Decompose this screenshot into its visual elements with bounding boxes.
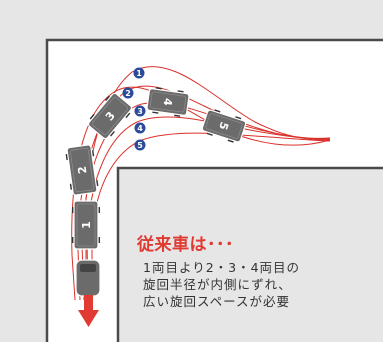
- train-car-icon: 3: [87, 92, 133, 140]
- road-inner-edge: [116, 166, 383, 342]
- down-arrow-icon: [78, 295, 99, 327]
- path-marker-2: 2: [122, 87, 134, 99]
- car-number-label: 2: [76, 165, 90, 174]
- svg-text:2: 2: [125, 89, 131, 98]
- train-car-icon: 5: [201, 109, 247, 143]
- car-number-label: 4: [160, 97, 174, 107]
- car-number-label: 1: [80, 221, 93, 229]
- turning-paths: [71, 66, 331, 301]
- path-marker-3: 3: [134, 105, 146, 117]
- turning-path-line: [86, 116, 331, 301]
- caption-title: 従来車は･･･: [137, 235, 234, 255]
- road-outer-edge: [45, 38, 383, 342]
- svg-text:1: 1: [136, 69, 142, 78]
- road-surface: [47, 40, 383, 342]
- train-car-icon: 2: [65, 144, 99, 196]
- caption-line-1: 1両目より2・3・4両目の: [143, 260, 301, 275]
- train-car-icon: 1: [72, 200, 100, 250]
- svg-text:3: 3: [137, 107, 143, 116]
- path-marker-5: 5: [134, 139, 146, 151]
- car-number-label: 5: [216, 120, 231, 131]
- caption-line-3: 広い旋回スペースが必要: [143, 294, 291, 309]
- caption-line-2: 旋回半径が内側にずれ、: [143, 277, 292, 292]
- turning-path-line: [91, 132, 331, 300]
- svg-text:5: 5: [137, 141, 143, 150]
- rear-car-icon: [75, 259, 101, 297]
- path-marker-1: 1: [133, 67, 145, 79]
- svg-text:4: 4: [137, 124, 143, 133]
- path-marker-4: 4: [134, 122, 146, 134]
- train-car-icon: 4: [146, 87, 190, 117]
